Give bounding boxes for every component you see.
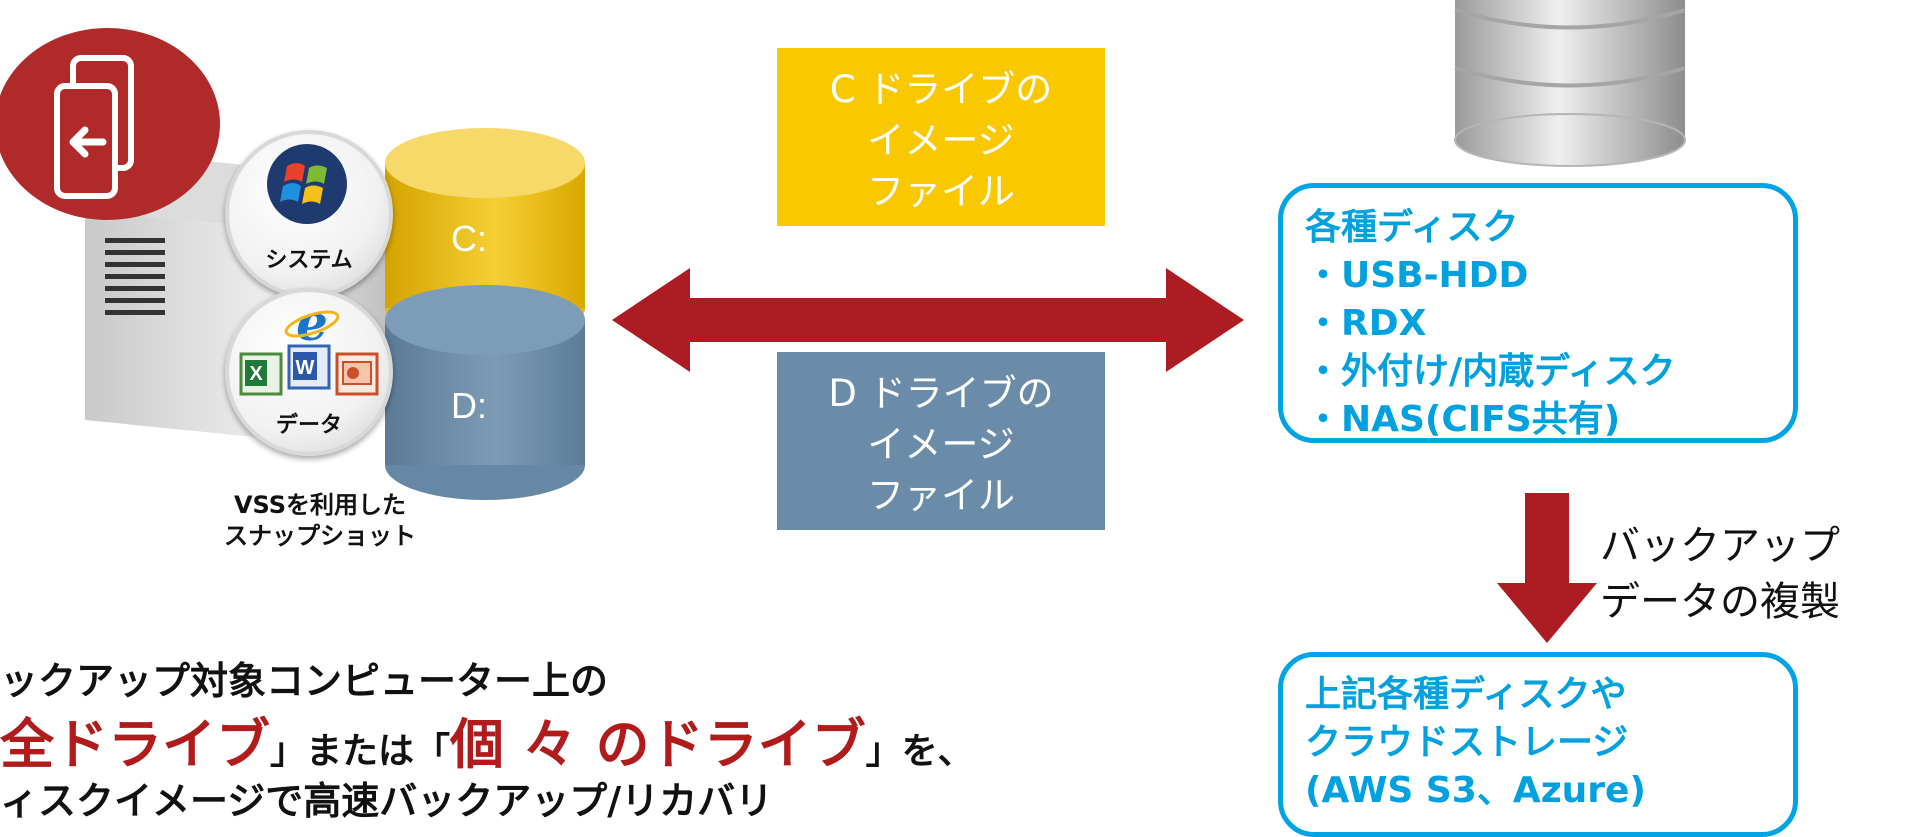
d-image-line2: イメージ [867, 423, 1015, 466]
svg-text:e: e [296, 298, 328, 348]
double-arrow-icon [612, 268, 1244, 372]
excel-icon: X [239, 352, 283, 396]
data-bubble: e X W データ [225, 288, 393, 456]
d-drive-cylinder: D: [385, 285, 585, 500]
disk-types-box: 各種ディスク ・USB-HDD ・RDX ・外付け/内蔵ディスク ・NAS(CI… [1278, 183, 1798, 443]
svg-text:X: X [249, 363, 263, 385]
c-drive-label: C: [451, 218, 487, 259]
replication-label: バックアップ データの複製 [1600, 518, 1840, 630]
c-image-line1: C ドライブの [829, 68, 1053, 111]
restore-badge [0, 28, 220, 220]
down-arrow-icon [1497, 493, 1597, 643]
bottom-text-line1: ックアップ対象コンピューター上の [0, 659, 609, 703]
d-drive-label: D: [451, 385, 487, 426]
vss-caption: VSSを利用した スナップショット [195, 490, 445, 552]
bottom-text-suffix: 」を、 [865, 731, 974, 772]
replication-line2: データの複製 [1600, 579, 1840, 625]
disk-types-title: 各種ディスク [1305, 207, 1519, 248]
disk-item: ・USB-HDD [1305, 255, 1529, 296]
c-drive-image-file: C ドライブの イメージ ファイル [777, 48, 1105, 226]
target-line1: 上記各種ディスクや [1305, 674, 1627, 715]
c-image-line3: ファイル [867, 170, 1015, 213]
disk-item: ・RDX [1305, 303, 1427, 344]
database-icon [1454, 0, 1686, 167]
each-drive-emphasis: 個 々 のドライブ [450, 713, 866, 776]
word-icon: W [287, 344, 331, 390]
vss-caption-line2: スナップショット [224, 522, 416, 550]
powerpoint-icon [335, 352, 379, 396]
bottom-text-connector: 」または「 [270, 731, 451, 772]
bottom-text-line3: ィスクイメージで高速バックアップ/リカバリ [0, 779, 774, 823]
vss-caption-line1: VSSを利用した [233, 491, 407, 519]
d-image-line3: ファイル [867, 474, 1015, 517]
c-image-line2: イメージ [867, 119, 1015, 162]
windows-logo-icon [267, 144, 347, 224]
all-drives-emphasis: 全ドライブ [0, 713, 270, 776]
ie-logo-icon: e [284, 298, 340, 348]
replication-line1: バックアップ [1600, 523, 1840, 569]
system-label: システム [265, 248, 353, 273]
d-drive-image-file: D ドライブの イメージ ファイル [777, 352, 1105, 530]
target-line3: (AWS S3、Azure) [1305, 770, 1646, 811]
restore-icon [54, 55, 134, 199]
d-image-line1: D ドライブの [828, 372, 1054, 415]
svg-text:W: W [296, 357, 315, 379]
replication-target-box: 上記各種ディスクや クラウドストレージ (AWS S3、Azure) [1278, 652, 1798, 837]
system-bubble: システム [225, 130, 393, 298]
bottom-text-line2: 全ドライブ」または「個 々 のドライブ」を、 [0, 700, 974, 779]
disk-item: ・NAS(CIFS共有) [1305, 399, 1621, 440]
target-line2: クラウドストレージ [1305, 722, 1629, 763]
disk-item: ・外付け/内蔵ディスク [1305, 351, 1676, 392]
data-label: データ [275, 413, 342, 438]
